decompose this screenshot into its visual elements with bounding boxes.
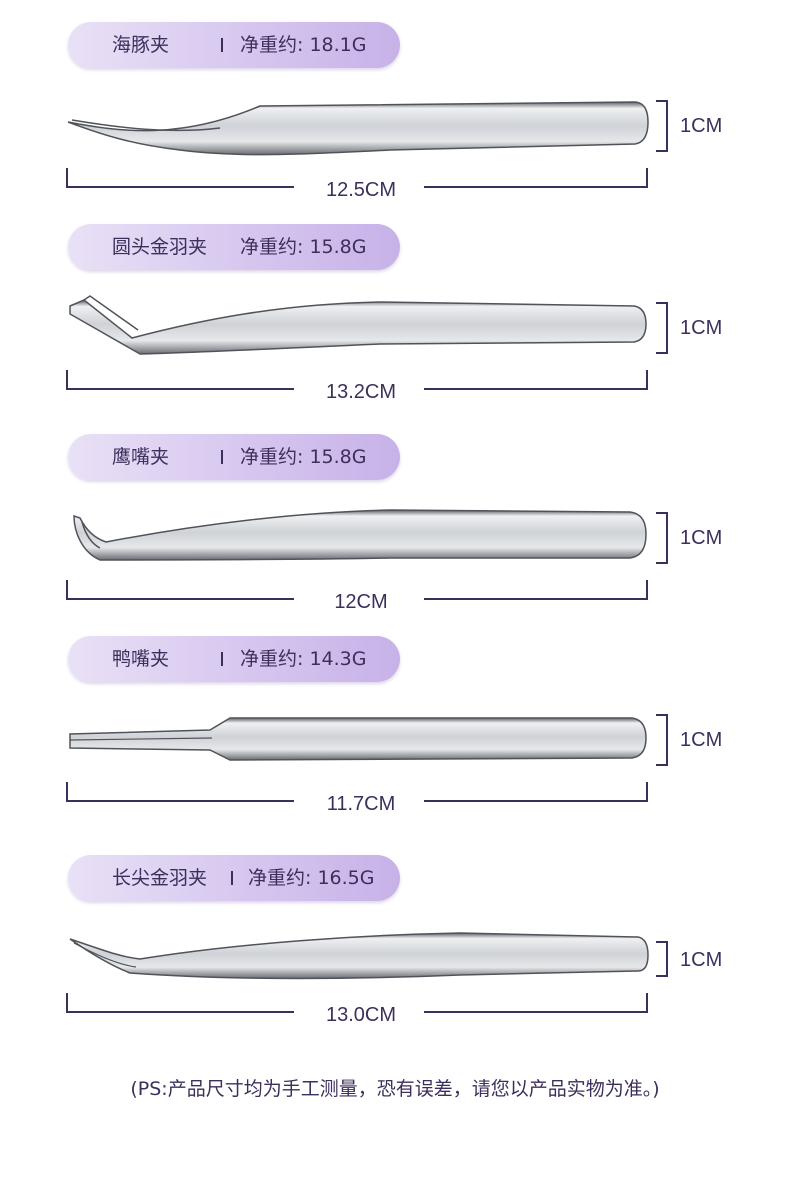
dolphin-tweezer-image <box>67 101 649 156</box>
dimension-tick-left <box>66 580 68 600</box>
dimension-tick-right <box>646 782 648 802</box>
measurement-disclaimer: (PS:产品尺寸均为手工测量，恐有误差，请您以产品实物为准。) <box>130 1078 660 1100</box>
dimension-line-left <box>66 800 294 802</box>
dimension-line-left <box>66 388 294 390</box>
separator-bar <box>231 871 233 885</box>
length-dimension: 13.0CM <box>66 993 648 1033</box>
length-label: 13.2CM <box>325 381 397 403</box>
duck-bill-tweezer-image <box>69 717 647 761</box>
product-label-pill: 海豚夹 净重约: 18.1G <box>68 22 400 68</box>
dimension-line-right <box>424 388 648 390</box>
dimension-line-left <box>66 1011 294 1013</box>
dimension-line-right <box>424 1011 648 1013</box>
product-name: 圆头金羽夹 <box>112 236 208 258</box>
dimension-tick-left <box>66 168 68 188</box>
height-bracket <box>656 512 668 564</box>
length-dimension: 12CM <box>66 580 648 620</box>
product-label-pill: 长尖金羽夹 净重约: 16.5G <box>68 855 400 901</box>
product-label-pill: 圆头金羽夹 净重约: 15.8G <box>68 224 400 270</box>
dimension-tick-right <box>646 993 648 1013</box>
height-bracket <box>656 941 668 977</box>
tweezer-item-long-tip: 长尖金羽夹 净重约: 16.5G 1CM 13.0CM <box>0 855 790 1055</box>
long-tip-tweezer-image <box>69 932 649 980</box>
product-label-pill: 鸭嘴夹 净重约: 14.3G <box>68 636 400 682</box>
tweezer-item-dolphin: 海豚夹 净重约: 18.1G 1CM 12.5CM <box>0 22 790 222</box>
product-name: 长尖金羽夹 <box>112 867 208 889</box>
dimension-tick-left <box>66 782 68 802</box>
height-bracket <box>656 302 668 354</box>
product-name: 海豚夹 <box>112 34 170 56</box>
product-name: 鹰嘴夹 <box>112 446 170 468</box>
dimension-line-right <box>424 800 648 802</box>
dimension-tick-right <box>646 580 648 600</box>
tweezer-item-eagle-beak: 鹰嘴夹 净重约: 15.8G 1CM 12CM <box>0 434 790 634</box>
dimension-line-right <box>424 598 648 600</box>
separator-bar <box>221 450 223 464</box>
height-label: 1CM <box>680 115 723 137</box>
product-name: 鸭嘴夹 <box>112 648 170 670</box>
height-label: 1CM <box>680 729 723 751</box>
height-label: 1CM <box>680 527 723 549</box>
length-label: 11.7CM <box>326 793 396 815</box>
product-label-pill: 鹰嘴夹 净重约: 15.8G <box>68 434 400 480</box>
round-head-tweezer-image <box>69 295 647 355</box>
dimension-line-right <box>424 186 648 188</box>
length-dimension: 13.2CM <box>66 370 648 410</box>
eagle-beak-tweezer-image <box>73 509 647 561</box>
height-bracket <box>656 714 668 766</box>
dimension-tick-right <box>646 370 648 390</box>
height-label: 1CM <box>680 317 723 339</box>
product-weight: 净重约: 15.8G <box>240 446 367 468</box>
length-label: 12.5CM <box>325 179 397 201</box>
length-dimension: 11.7CM <box>66 782 648 822</box>
length-label: 12CM <box>334 591 388 613</box>
separator-bar <box>221 652 223 666</box>
product-weight: 净重约: 14.3G <box>240 648 367 670</box>
dimension-tick-left <box>66 993 68 1013</box>
tweezer-item-round-head: 圆头金羽夹 净重约: 15.8G 1CM 13.2CM <box>0 224 790 424</box>
dimension-tick-right <box>646 168 648 188</box>
dimension-tick-left <box>66 370 68 390</box>
dimension-line-left <box>66 186 294 188</box>
height-label: 1CM <box>680 949 723 971</box>
dimension-line-left <box>66 598 294 600</box>
product-weight: 净重约: 18.1G <box>240 34 367 56</box>
separator-bar <box>221 38 223 52</box>
product-weight: 净重约: 15.8G <box>240 236 367 258</box>
tweezer-item-duck-bill: 鸭嘴夹 净重约: 14.3G 1CM 11.7CM <box>0 636 790 836</box>
length-dimension: 12.5CM <box>66 168 648 208</box>
length-label: 13.0CM <box>325 1004 397 1026</box>
height-bracket <box>656 100 668 152</box>
product-weight: 净重约: 16.5G <box>248 867 375 889</box>
